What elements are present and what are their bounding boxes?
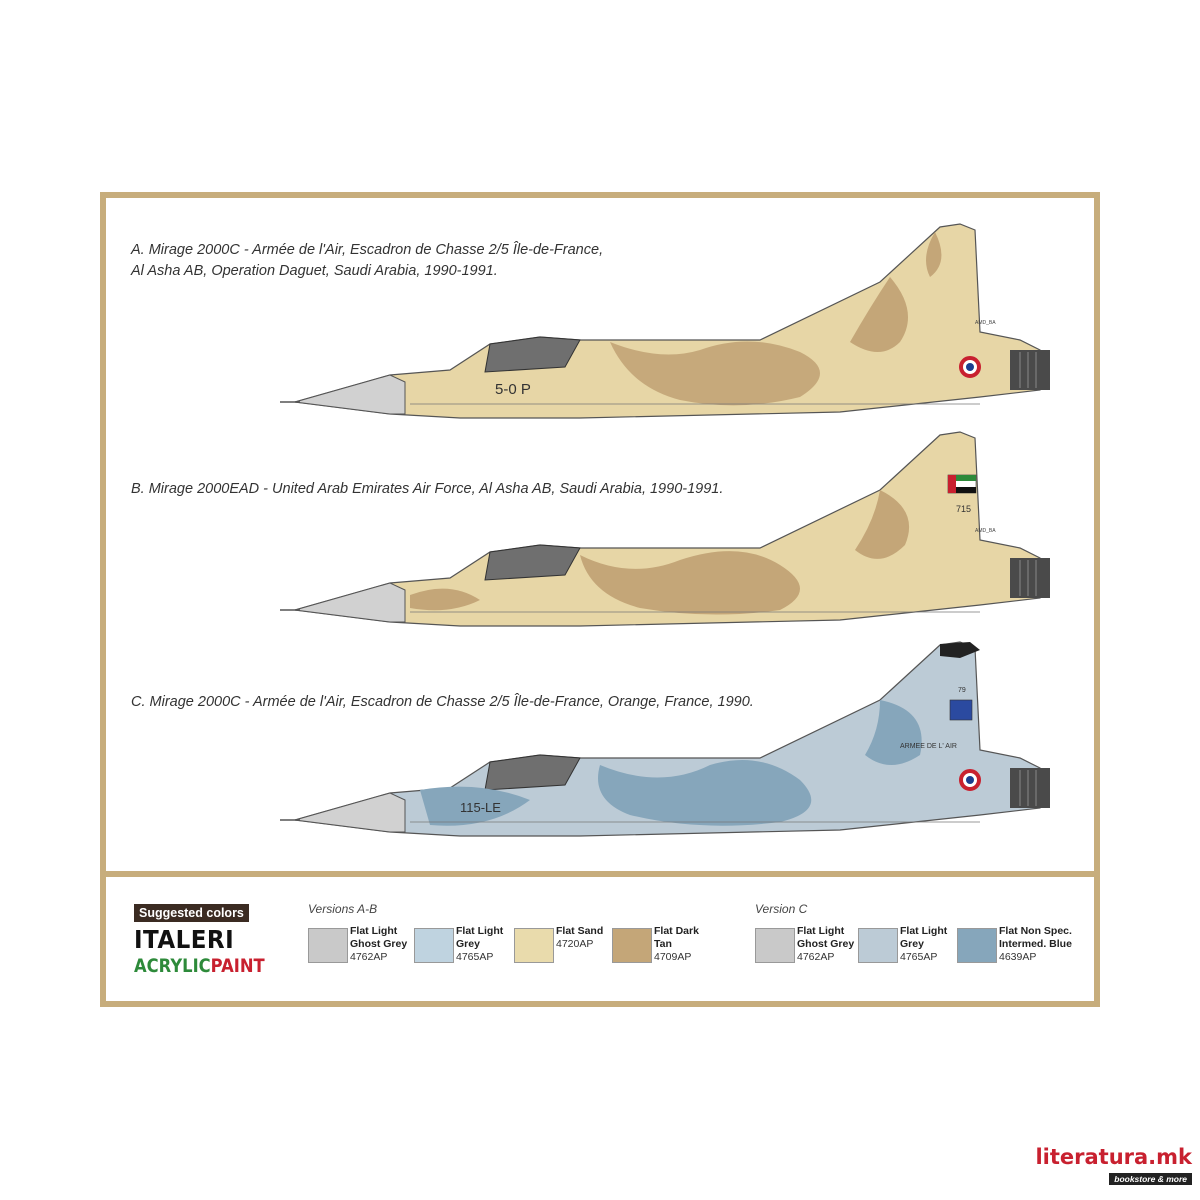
- aircraft-b-profile: 715 AMD_BA: [280, 431, 1050, 627]
- aircraft-b-body: [280, 431, 1050, 627]
- color-swatch: [308, 928, 348, 963]
- site-logo-tagline: bookstore & more: [1109, 1173, 1192, 1185]
- color-swatch: [612, 928, 652, 963]
- color-name: Flat Sand: [556, 925, 604, 937]
- caption-c: C. Mirage 2000C - Armée de l'Air, Escadr…: [131, 694, 754, 710]
- caption-b: B. Mirage 2000EAD - United Arab Emirates…: [131, 481, 724, 497]
- color-code: 4720AP: [556, 938, 594, 950]
- aircraft-a-code: 5-0 P: [495, 381, 531, 398]
- color-swatch: [755, 928, 795, 963]
- color-code: 4762AP: [797, 951, 835, 963]
- aircraft-a-profile: 5-0 P AMD_BA: [280, 223, 1050, 419]
- aircraft-a-fin-text: AMD_BA: [975, 320, 996, 326]
- color-swatch: [957, 928, 997, 963]
- brand-italeri: ITALERI: [134, 925, 235, 954]
- colors-panel: [106, 877, 1094, 1001]
- versions-ab-label: Versions A-B: [308, 902, 378, 916]
- color-code: 4765AP: [900, 951, 938, 963]
- aircraft-b-fin-text: AMD_BA: [975, 528, 996, 534]
- color-code: 4709AP: [654, 951, 692, 963]
- aircraft-c-fin-text: ARMEE DE L' AIR: [900, 743, 957, 750]
- aircraft-c-code: 115-LE: [460, 800, 501, 815]
- color-name: Flat Non Spec.Intermed. Blue: [999, 925, 1072, 950]
- color-code: 4639AP: [999, 951, 1037, 963]
- aircraft-b-tail-number: 715: [956, 504, 971, 514]
- caption-a: A. Mirage 2000C - Armée de l'Air, Escadr…: [131, 242, 604, 279]
- aircraft-c-tail-number: 79: [958, 687, 966, 694]
- brand-acrylic-paint: ACRYLICPAINT: [134, 955, 265, 977]
- color-code: 4765AP: [456, 951, 494, 963]
- color-swatch: [514, 928, 554, 963]
- version-c-label: Version C: [755, 902, 808, 916]
- color-code: 4762AP: [350, 951, 388, 963]
- brand-acrylic: ACRYLIC: [134, 955, 211, 977]
- site-logo[interactable]: literatura.mk bookstore & more: [1035, 1145, 1192, 1187]
- aircraft-c-body: [280, 641, 1050, 837]
- color-swatch: [414, 928, 454, 963]
- color-swatch: [858, 928, 898, 963]
- brand-paint: PAINT: [210, 955, 265, 977]
- aircraft-c-profile: 115-LE 79 ARMEE DE L' AIR: [280, 641, 1050, 837]
- site-logo-text: literatura.mk: [1035, 1145, 1192, 1169]
- suggested-colors-label: Suggested colors: [134, 904, 249, 922]
- aircraft-a-body: [280, 223, 1050, 419]
